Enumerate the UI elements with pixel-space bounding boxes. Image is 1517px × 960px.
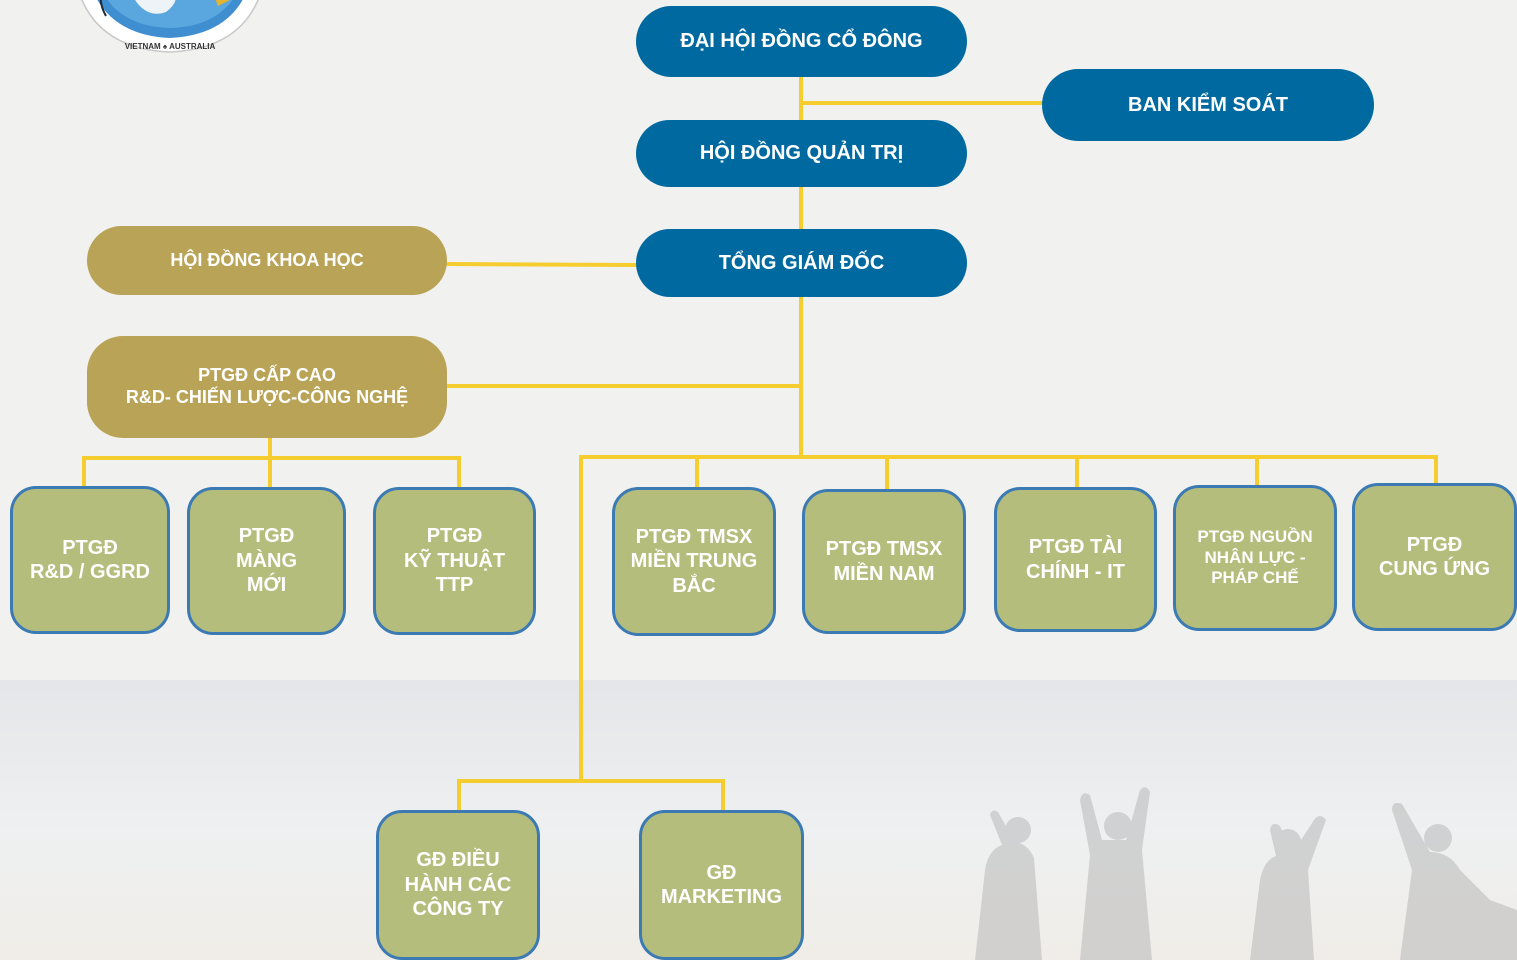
company-logo: VIETNAM ♠ AUSTRALIA — [81, 0, 259, 53]
vp-trade-north-central-card: PTGĐ TMSX MIỀN TRUNG BẮC — [612, 487, 776, 636]
vp-rd-ggrd-line1: PTGĐ — [62, 536, 118, 559]
senior-vp-box: PTGĐ CẤP CAO R&D- CHIẾN LƯỢC-CÔNG NGHỆ — [87, 336, 447, 438]
vp-engineering-ttp-card: PTGĐ KỸ THUẬT TTP — [373, 487, 536, 635]
supervisory-board-box: BAN KIỂM SOÁT — [1042, 69, 1374, 141]
vp-supply-line1: PTGĐ — [1406, 533, 1463, 556]
science-council-label: HỘI ĐỒNG KHOA HỌC — [170, 249, 364, 270]
director-subsidiaries-line3: CÔNG TY — [412, 898, 504, 921]
vp-rd-ggrd-card: PTGĐ R&D / GGRD — [10, 486, 170, 634]
vp-trade-south-line2: MIỀN NAM — [833, 562, 935, 585]
vp-finance-it-line2: CHÍNH - IT — [1026, 560, 1125, 583]
vp-hr-legal-line2: NHÂN LỰC - — [1204, 547, 1306, 567]
director-subsidiaries-line2: HÀNH CÁC — [404, 873, 512, 896]
director-subsidiaries-card: GĐ ĐIỀU HÀNH CÁC CÔNG TY — [376, 810, 540, 960]
shareholders-meeting-box: ĐẠI HỘI ĐỒNG CỔ ĐÔNG — [636, 6, 967, 77]
science-council-box: HỘI ĐỒNG KHOA HỌC — [87, 226, 447, 295]
vp-trade-north-central-line3: BẮC — [672, 574, 716, 597]
ceo-box: TỔNG GIÁM ĐỐC — [636, 229, 967, 297]
vp-engineering-ttp-line3: TTP — [435, 574, 474, 597]
people-silhouettes-image — [975, 787, 1517, 960]
supervisory-board-label: BAN KIỂM SOÁT — [1128, 93, 1288, 116]
director-marketing-line1: GĐ — [706, 861, 737, 884]
vp-trade-north-central-line2: MIỀN TRUNG — [630, 550, 758, 573]
vp-new-membrane-line3: MỚI — [246, 574, 287, 597]
vp-hr-legal-line1: PTGĐ NGUỒN — [1197, 526, 1313, 546]
vp-trade-south-card: PTGĐ TMSX MIỀN NAM — [802, 489, 966, 634]
vp-new-membrane-line2: MÀNG — [235, 549, 298, 572]
board-of-directors-box: HỘI ĐỒNG QUẢN TRỊ — [636, 120, 967, 187]
director-marketing-card: GĐ MARKETING — [639, 810, 804, 960]
vp-hr-legal-card: PTGĐ NGUỒN NHÂN LỰC - PHÁP CHẾ — [1173, 485, 1337, 631]
director-marketing-line2: MARKETING — [660, 886, 783, 908]
vp-engineering-ttp-line2: KỸ THUẬT — [403, 549, 506, 572]
ceo-label: TỔNG GIÁM ĐỐC — [718, 251, 885, 274]
vp-rd-ggrd-line2: R&D / GGRD — [30, 561, 150, 583]
senior-vp-title: PTGĐ CẤP CAO — [198, 365, 336, 386]
vp-engineering-ttp-line1: PTGĐ — [426, 525, 483, 548]
director-subsidiaries-line1: GĐ ĐIỀU — [416, 849, 500, 872]
vp-trade-south-line1: PTGĐ TMSX — [825, 538, 943, 561]
vp-new-membrane-line1: PTGĐ — [238, 525, 295, 548]
board-of-directors-label: HỘI ĐỒNG QUẢN TRỊ — [699, 142, 904, 165]
shareholders-meeting-label: ĐẠI HỘI ĐỒNG CỔ ĐÔNG — [680, 30, 923, 53]
vp-new-membrane-card: PTGĐ MÀNG MỚI — [187, 487, 346, 635]
vp-supply-card: PTGĐ CUNG ỨNG — [1352, 483, 1517, 631]
vp-finance-it-card: PTGĐ TÀI CHÍNH - IT — [994, 487, 1157, 632]
vp-hr-legal-line3: PHÁP CHẾ — [1211, 568, 1299, 588]
logo-text: VIETNAM ♠ AUSTRALIA — [125, 42, 216, 51]
vp-finance-it-line1: PTGĐ TÀI — [1028, 536, 1123, 559]
senior-vp-scope: R&D- CHIẾN LƯỢC-CÔNG NGHỆ — [125, 387, 409, 407]
vp-supply-line2: CUNG ỨNG — [1378, 558, 1491, 580]
vp-trade-north-central-line1: PTGĐ TMSX — [635, 525, 753, 548]
